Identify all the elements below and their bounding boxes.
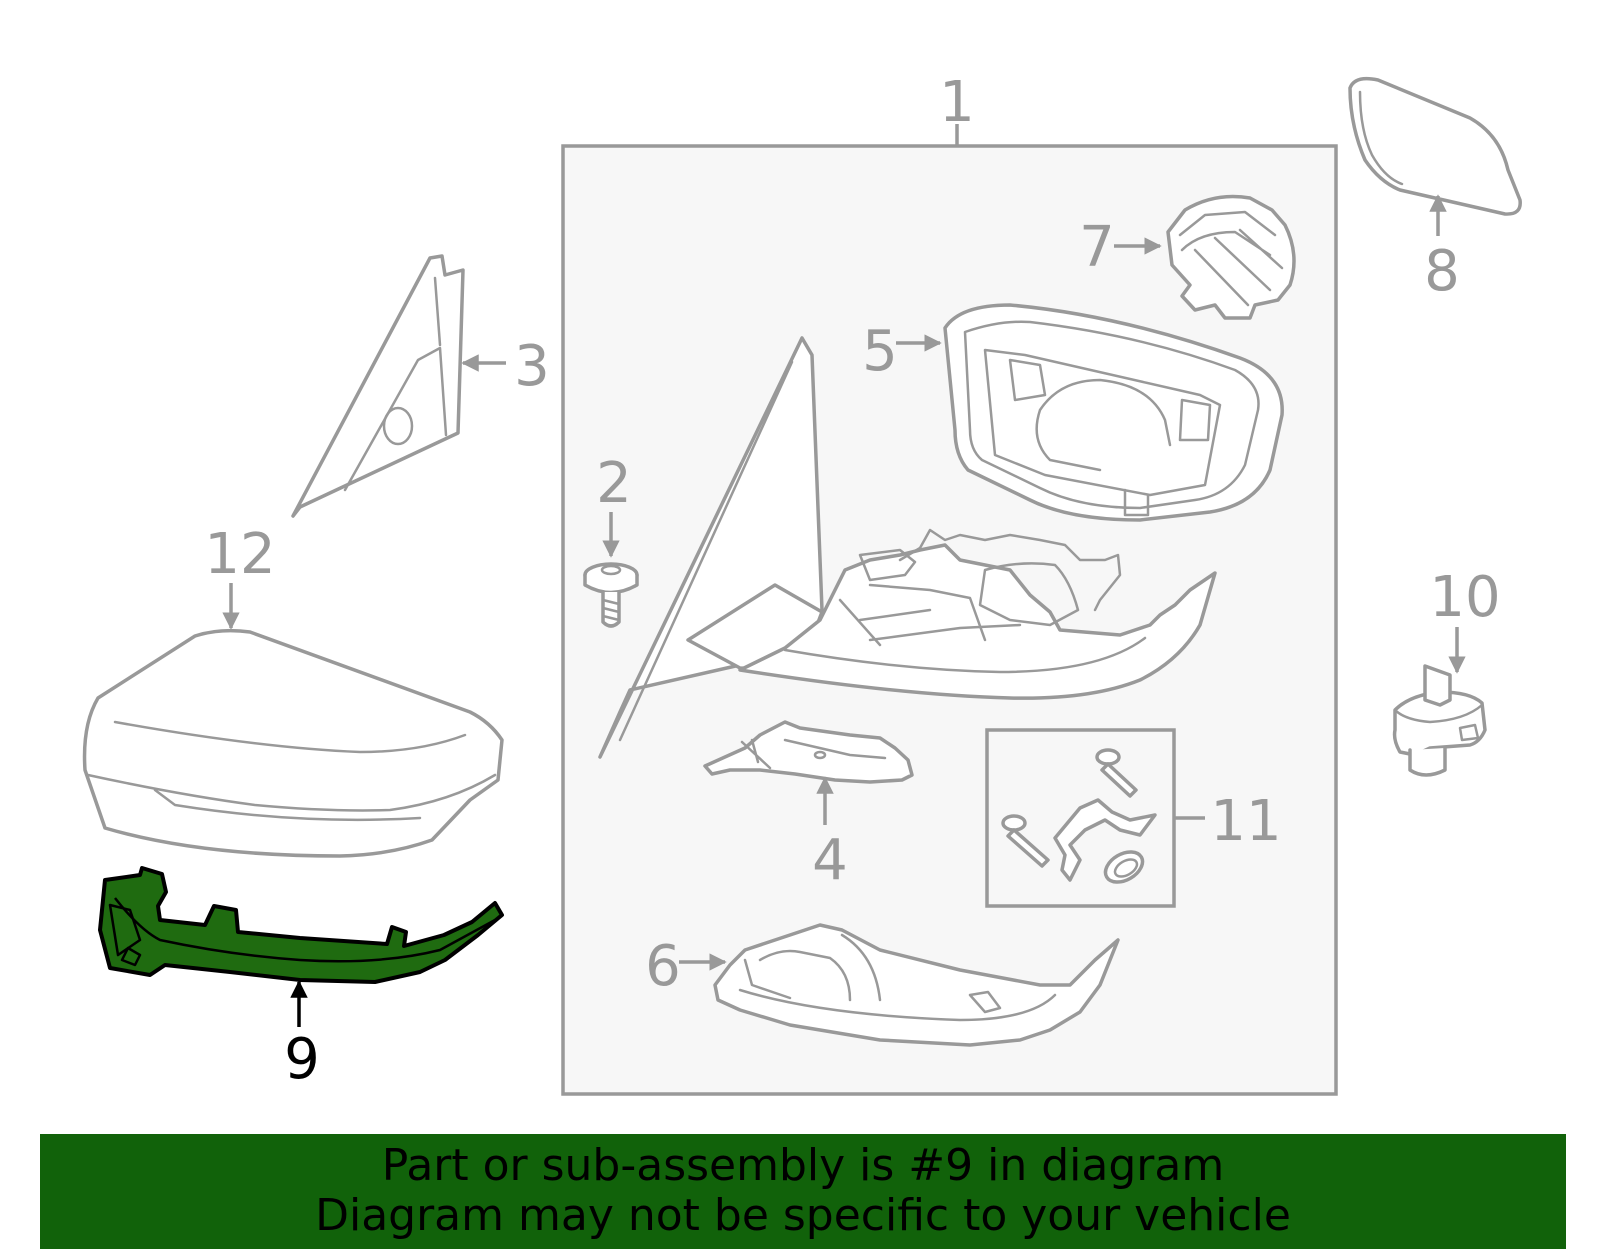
label-part-3: 3 [514,334,550,399]
banner-line-2: Diagram may not be specific to your vehi… [315,1190,1291,1241]
label-part-2: 2 [596,451,632,516]
part-2-screw[interactable] [583,562,639,628]
part-9-turn-signal[interactable] [98,866,504,984]
label-part-9: 9 [284,1027,320,1092]
label-part-5: 5 [862,319,898,384]
info-banner: Part or sub-assembly is #9 in diagram Di… [40,1134,1566,1249]
part-11-hardware [1001,748,1157,884]
label-part-7: 7 [1079,215,1115,280]
label-part-1: 1 [939,70,975,135]
part-6-lower-trim[interactable] [713,923,1120,1047]
label-part-10: 10 [1429,565,1500,630]
part-8-mirror-glass[interactable] [1348,76,1522,216]
part-12-mirror-cap[interactable] [82,628,504,858]
part-3-triangle-cover[interactable] [291,254,465,518]
part-5-housing-frame[interactable] [943,303,1284,522]
label-part-4: 4 [812,828,848,893]
label-part-6: 6 [645,934,681,999]
part-4-bracket[interactable] [703,720,914,784]
part-10-connector[interactable] [1392,664,1487,777]
label-part-12: 12 [204,522,275,587]
part-7-adjuster-motor[interactable] [1166,194,1296,320]
label-part-8: 8 [1424,239,1460,304]
banner-line-1: Part or sub-assembly is #9 in diagram [381,1140,1225,1191]
label-part-11: 11 [1210,789,1281,854]
main-mirror-base [598,336,1217,759]
